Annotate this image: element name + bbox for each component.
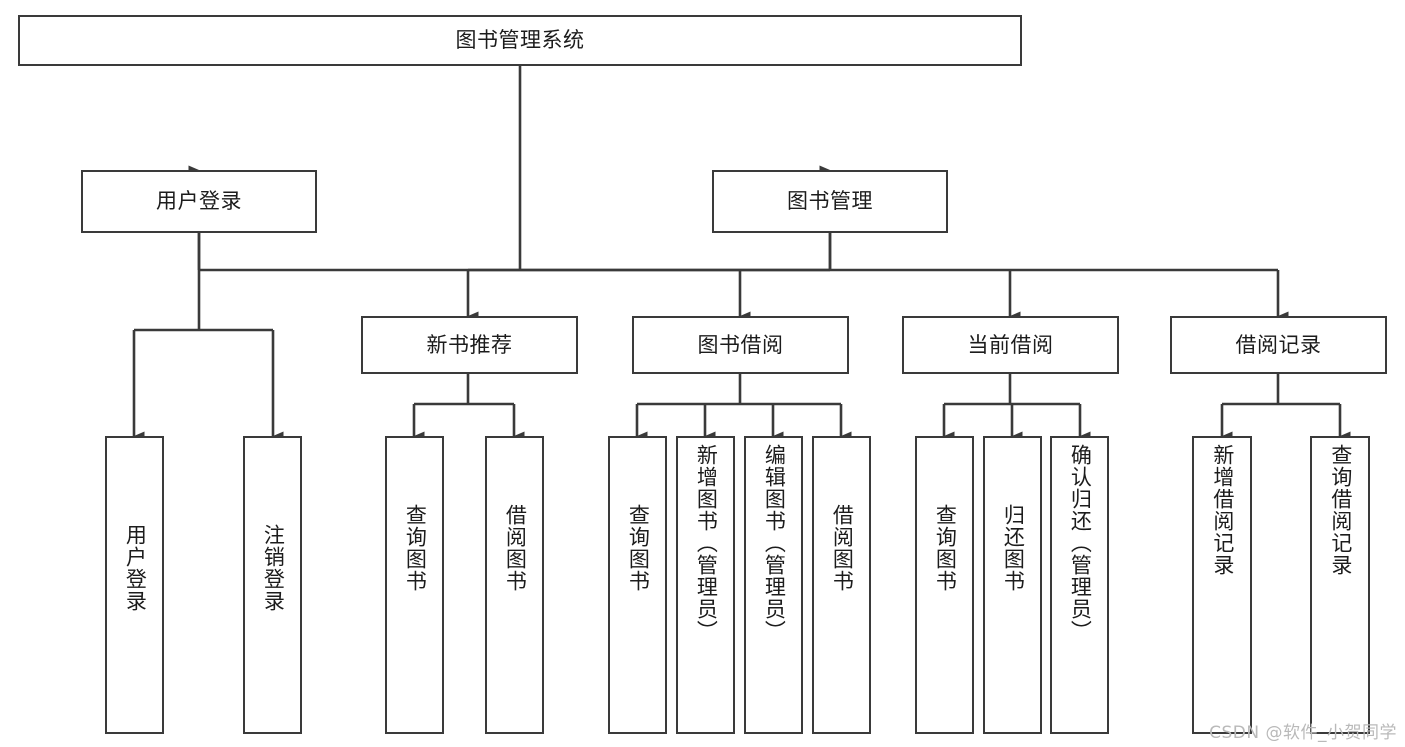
node-label: 借阅图书 (503, 504, 528, 592)
node-leaf-query-book-3[interactable]: 查询图书 (915, 436, 974, 734)
node-label: 新增借阅记录 (1210, 444, 1235, 576)
node-root-system[interactable]: 图书管理系统 (18, 15, 1022, 66)
node-label: 图书借阅 (697, 332, 784, 357)
node-leaf-borrow-book-1[interactable]: 借阅图书 (485, 436, 544, 734)
node-leaf-add-record[interactable]: 新增借阅记录 (1192, 436, 1252, 734)
node-label: 查询借阅记录 (1328, 444, 1353, 576)
node-label: 新书推荐 (426, 332, 513, 357)
node-label: 编辑图书（管理员） (762, 444, 787, 642)
node-label: 用户登录 (123, 524, 148, 612)
node-label: 图书管理 (787, 189, 873, 214)
node-book-borrow[interactable]: 图书借阅 (632, 316, 849, 374)
node-label: 注销登录 (261, 524, 286, 612)
node-leaf-query-book-2[interactable]: 查询图书 (608, 436, 667, 734)
node-label: 新增图书（管理员） (694, 444, 719, 642)
node-leaf-add-book[interactable]: 新增图书（管理员） (676, 436, 735, 734)
node-leaf-confirm-return[interactable]: 确认归还（管理员） (1050, 436, 1109, 734)
node-user-login[interactable]: 用户登录 (81, 170, 317, 233)
node-leaf-query-record[interactable]: 查询借阅记录 (1310, 436, 1370, 734)
node-book-manage[interactable]: 图书管理 (712, 170, 948, 233)
node-label: 确认归还（管理员） (1068, 444, 1093, 642)
node-leaf-query-book-1[interactable]: 查询图书 (385, 436, 444, 734)
node-leaf-borrow-book-2[interactable]: 借阅图书 (812, 436, 871, 734)
node-label: 借阅图书 (830, 504, 855, 592)
node-leaf-user-login[interactable]: 用户登录 (105, 436, 164, 734)
node-label: 查询图书 (403, 504, 428, 592)
node-leaf-return-book[interactable]: 归还图书 (983, 436, 1042, 734)
node-label: 当前借阅 (967, 332, 1054, 357)
node-current-borrow[interactable]: 当前借阅 (902, 316, 1119, 374)
node-label: 借阅记录 (1235, 332, 1322, 357)
node-leaf-logout-login[interactable]: 注销登录 (243, 436, 302, 734)
node-label: 用户登录 (156, 189, 242, 214)
node-label: 归还图书 (1001, 504, 1026, 592)
node-label: 图书管理系统 (455, 28, 585, 53)
node-new-book-recommend[interactable]: 新书推荐 (361, 316, 578, 374)
node-borrow-record[interactable]: 借阅记录 (1170, 316, 1387, 374)
node-label: 查询图书 (933, 504, 958, 592)
csdn-watermark: CSDN @软件_小贺同学 (1209, 723, 1397, 743)
node-leaf-edit-book[interactable]: 编辑图书（管理员） (744, 436, 803, 734)
node-label: 查询图书 (626, 504, 651, 592)
